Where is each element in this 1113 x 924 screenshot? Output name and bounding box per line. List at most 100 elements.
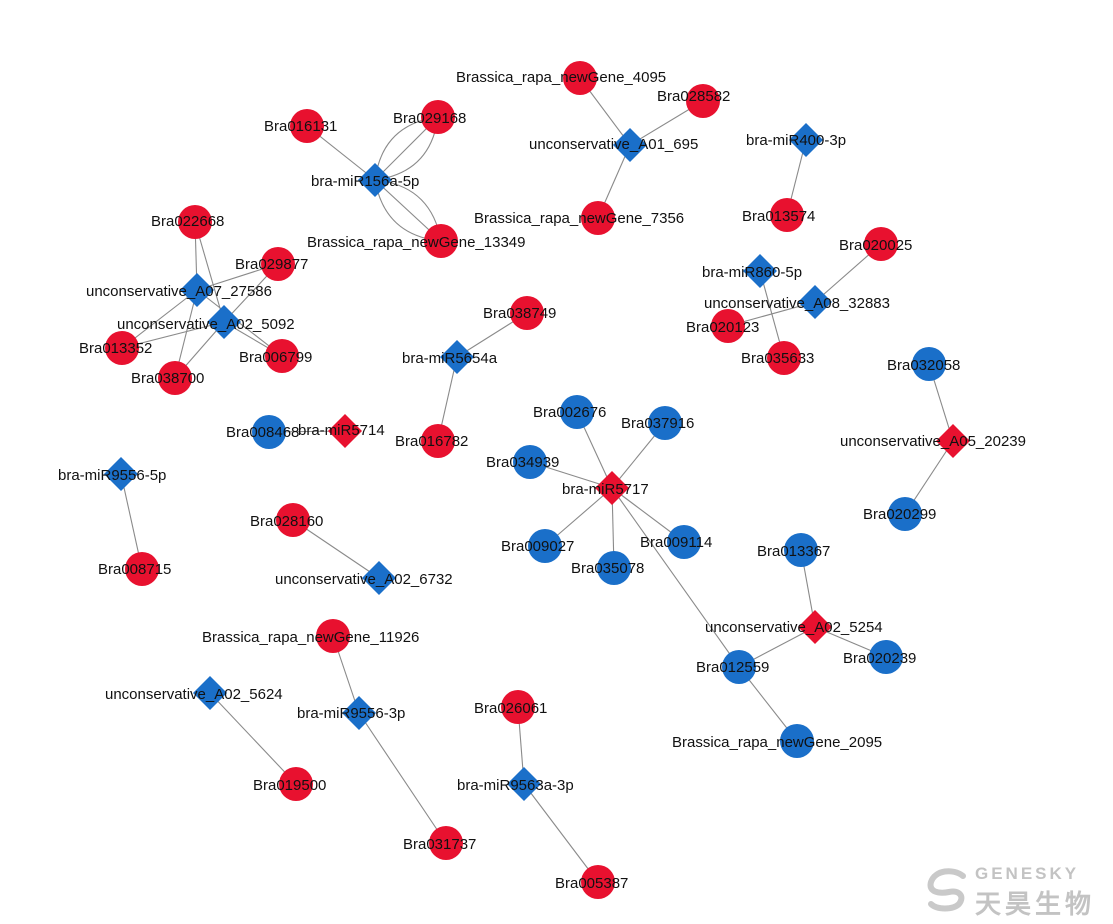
- gene-node-n26[interactable]: [252, 415, 286, 449]
- node-label-n18: Bra020025: [839, 237, 912, 254]
- node-label-n53: bra-miR9563a-3p: [457, 777, 574, 794]
- gene-node-n45[interactable]: [869, 640, 903, 674]
- gene-node-n8[interactable]: [421, 100, 455, 134]
- mirna-node-n19[interactable]: [743, 254, 777, 288]
- node-label-n15: Bra013352: [79, 340, 152, 357]
- edge-n14-n15: [121, 321, 225, 349]
- node-label-n20: unconservative_A08_32883: [704, 295, 890, 312]
- node-label-n19: bra-miR860-5p: [702, 264, 802, 281]
- node-label-n21: Bra020123: [686, 319, 759, 336]
- node-label-n28: Bra032058: [887, 357, 960, 374]
- gene-node-n44[interactable]: [722, 650, 756, 684]
- gene-node-n50[interactable]: [279, 767, 313, 801]
- node-label-n8: Bra029168: [393, 110, 466, 127]
- mirna-node-n29[interactable]: [936, 424, 970, 458]
- node-label-n24: bra-miR5654a: [402, 350, 498, 367]
- genesky-logo-icon: [927, 868, 966, 912]
- gene-node-n6[interactable]: [770, 198, 804, 232]
- node-label-n3: unconservative_A01_695: [529, 136, 698, 153]
- watermark-latin: GENESKY: [975, 864, 1080, 883]
- gene-node-n46[interactable]: [780, 724, 814, 758]
- gene-node-n2[interactable]: [686, 84, 720, 118]
- gene-node-n22[interactable]: [767, 341, 801, 375]
- node-label-n42: Bra013367: [757, 543, 830, 560]
- gene-node-n42[interactable]: [784, 533, 818, 567]
- gene-node-n37[interactable]: [597, 551, 631, 585]
- node-label-n12: Bra029877: [235, 256, 308, 273]
- gene-node-n51[interactable]: [429, 826, 463, 860]
- gene-node-n36[interactable]: [667, 525, 701, 559]
- node-label-n46: Brassica_rapa_newGene_2095: [672, 734, 882, 751]
- gene-node-n1[interactable]: [563, 61, 597, 95]
- gene-node-n35[interactable]: [528, 529, 562, 563]
- edge-n49-n51: [358, 712, 447, 844]
- edge-n53-n54: [523, 783, 599, 883]
- mirna-node-n48[interactable]: [193, 676, 227, 710]
- node-label-n45: Bra020239: [843, 650, 916, 667]
- node-label-n41: unconservative_A02_6732: [275, 571, 453, 588]
- node-label-n51: Bra031737: [403, 836, 476, 853]
- gene-node-n18[interactable]: [864, 227, 898, 261]
- mirna-node-n3[interactable]: [613, 128, 647, 162]
- gene-node-n7[interactable]: [290, 109, 324, 143]
- node-label-n35: Bra009027: [501, 538, 574, 555]
- mirna-node-n9[interactable]: [358, 163, 392, 197]
- mirna-node-n13[interactable]: [180, 273, 214, 307]
- mirna-node-n34[interactable]: [595, 471, 629, 505]
- gene-node-n11[interactable]: [178, 205, 212, 239]
- gene-node-n39[interactable]: [125, 552, 159, 586]
- node-label-n52: Bra026061: [474, 700, 547, 717]
- nodes-layer: [104, 61, 970, 899]
- node-label-n7: Bra016131: [264, 118, 337, 135]
- mirna-node-n38[interactable]: [104, 457, 138, 491]
- mirna-node-n49[interactable]: [342, 696, 376, 730]
- labels-layer: Brassica_rapa_newGene_4095Bra028582uncon…: [58, 69, 1026, 892]
- gene-node-n30[interactable]: [888, 497, 922, 531]
- edge-n14-n11: [194, 221, 225, 323]
- node-label-n48: unconservative_A02_5624: [105, 686, 283, 703]
- node-label-n23: Bra038749: [483, 305, 556, 322]
- mirna-node-n20[interactable]: [798, 285, 832, 319]
- gene-node-n10[interactable]: [424, 224, 458, 258]
- node-label-n13: unconservative_A07_27586: [86, 283, 272, 300]
- gene-node-n47[interactable]: [316, 619, 350, 653]
- node-label-n31: Bra002676: [533, 404, 606, 421]
- gene-node-n31[interactable]: [560, 395, 594, 429]
- node-label-n36: Bra009114: [640, 534, 712, 551]
- watermark-cjk: 天昊生物: [975, 890, 1096, 920]
- mirna-node-n53[interactable]: [507, 767, 541, 801]
- node-label-n11: Bra022668: [151, 213, 224, 230]
- node-label-n27: bra-miR5714: [298, 422, 385, 439]
- mirna-node-n5[interactable]: [789, 123, 823, 157]
- mirna-node-n14[interactable]: [207, 305, 241, 339]
- gene-node-n54[interactable]: [581, 865, 615, 899]
- gene-node-n23[interactable]: [510, 296, 544, 330]
- node-label-n34: bra-miR5717: [562, 481, 649, 498]
- gene-node-n32[interactable]: [648, 406, 682, 440]
- mirna-node-n43[interactable]: [798, 610, 832, 644]
- gene-node-n17[interactable]: [158, 361, 192, 395]
- mirna-node-n24[interactable]: [440, 340, 474, 374]
- gene-node-n4[interactable]: [581, 201, 615, 235]
- gene-node-n21[interactable]: [711, 309, 745, 343]
- gene-node-n40[interactable]: [276, 503, 310, 537]
- gene-node-n25[interactable]: [421, 424, 455, 458]
- gene-node-n52[interactable]: [501, 690, 535, 724]
- node-label-n40: Bra028160: [250, 513, 323, 530]
- gene-node-n28[interactable]: [912, 347, 946, 381]
- edges-layer: [120, 77, 954, 883]
- genesky-watermark: GENESKY 天昊生物: [921, 860, 1101, 920]
- gene-node-n15[interactable]: [105, 331, 139, 365]
- mirna-node-n41[interactable]: [362, 561, 396, 595]
- edge-n34-n44: [611, 487, 740, 668]
- node-label-n47: Brassica_rapa_newGene_11926: [202, 629, 419, 646]
- node-label-n9: bra-miR156a-5p: [311, 173, 419, 190]
- gene-node-n16[interactable]: [265, 339, 299, 373]
- node-label-n37: Bra035078: [571, 560, 644, 577]
- node-label-n10: Brassica_rapa_newGene_13349: [307, 234, 526, 251]
- gene-node-n33[interactable]: [513, 445, 547, 479]
- mirna-node-n27[interactable]: [328, 414, 362, 448]
- node-label-n38: bra-miR9556-5p: [58, 467, 166, 484]
- gene-node-n12[interactable]: [261, 247, 295, 281]
